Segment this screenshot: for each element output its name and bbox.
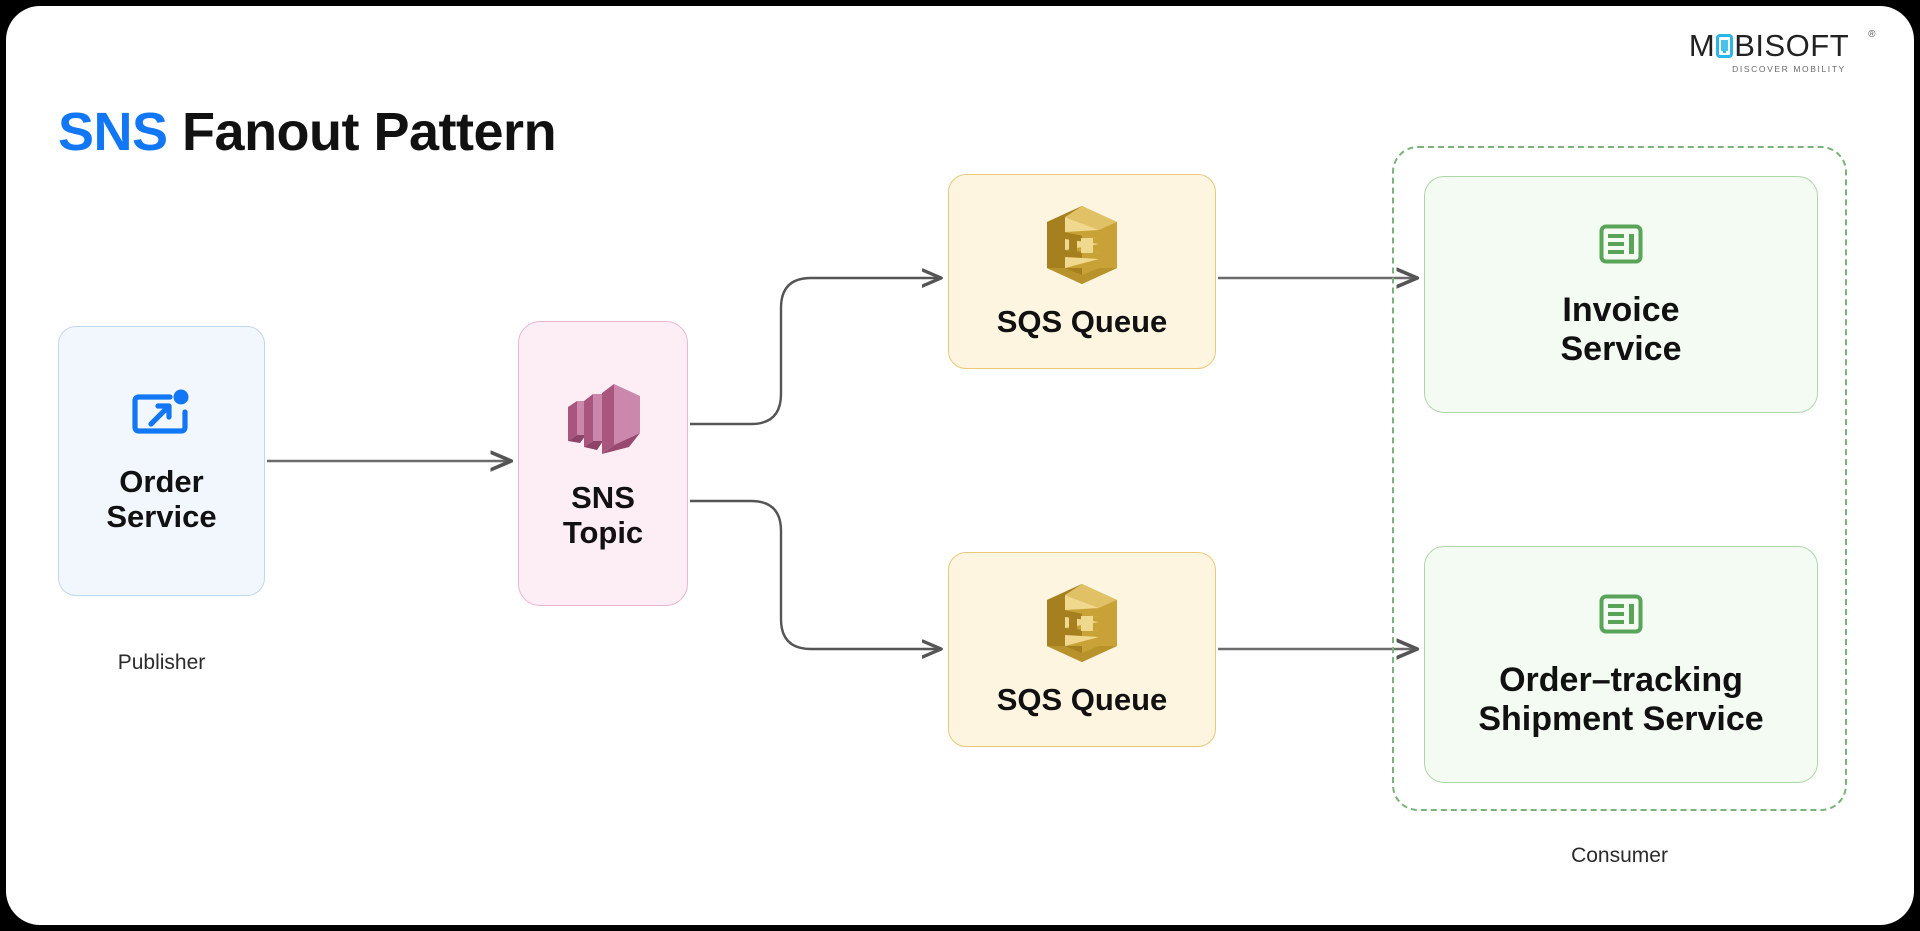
node-sns-topic[interactable]: SNS Topic bbox=[518, 321, 688, 606]
article-icon bbox=[1598, 591, 1644, 637]
node-sqs-queue-top-label: SQS Queue bbox=[996, 304, 1168, 340]
node-sqs-queue-bottom-label: SQS Queue bbox=[996, 682, 1168, 718]
node-sqs-queue-top[interactable]: SQS Queue bbox=[948, 174, 1216, 369]
page-title: SNS Fanout Pattern bbox=[58, 101, 557, 163]
mobile-device-icon bbox=[1716, 33, 1734, 58]
logo-tagline: DISCOVER MOBILITY bbox=[1732, 64, 1846, 74]
consumer-caption: Consumer bbox=[1571, 844, 1668, 867]
title-rest: Fanout Pattern bbox=[167, 102, 557, 162]
node-order-service[interactable]: Order Service bbox=[58, 326, 265, 596]
title-accent: SNS bbox=[58, 102, 168, 162]
mobisoft-logo: M BISOFT ® DISCOVER MOBILITY bbox=[1664, 28, 1876, 75]
node-order-tracking-shipment-service-label: Order–tracking Shipment Service bbox=[1478, 661, 1764, 738]
node-order-service-label: Order Service bbox=[106, 464, 217, 534]
node-order-tracking-shipment-service[interactable]: Order–tracking Shipment Service bbox=[1424, 546, 1818, 783]
aws-sqs-icon bbox=[1043, 581, 1121, 665]
diagram-card: M BISOFT ® DISCOVER MOBILITY SNS Fanout … bbox=[6, 6, 1914, 925]
logo-wordmark: M BISOFT ® bbox=[1664, 28, 1876, 63]
registered-mark: ® bbox=[1868, 29, 1876, 40]
share-image-icon bbox=[131, 387, 192, 439]
aws-sns-icon bbox=[560, 377, 646, 461]
architecture-diagram: Order Service SNS Topic bbox=[6, 6, 1914, 925]
aws-sqs-icon bbox=[1043, 203, 1121, 287]
consumer-group-boundary bbox=[1392, 146, 1847, 811]
publisher-caption: Publisher bbox=[117, 651, 206, 674]
node-invoice-service-label: Invoice Service bbox=[1560, 291, 1682, 368]
edge-sns-to-sqs-bottom bbox=[690, 499, 940, 649]
node-sqs-queue-bottom[interactable]: SQS Queue bbox=[948, 552, 1216, 747]
logo-text-left: M bbox=[1688, 28, 1716, 63]
node-sns-topic-label: SNS Topic bbox=[562, 479, 644, 550]
node-invoice-service[interactable]: Invoice Service bbox=[1424, 176, 1818, 413]
edge-sns-to-sqs-top bbox=[690, 278, 940, 426]
article-icon bbox=[1598, 221, 1644, 267]
logo-text-right: BISOFT bbox=[1734, 28, 1850, 63]
